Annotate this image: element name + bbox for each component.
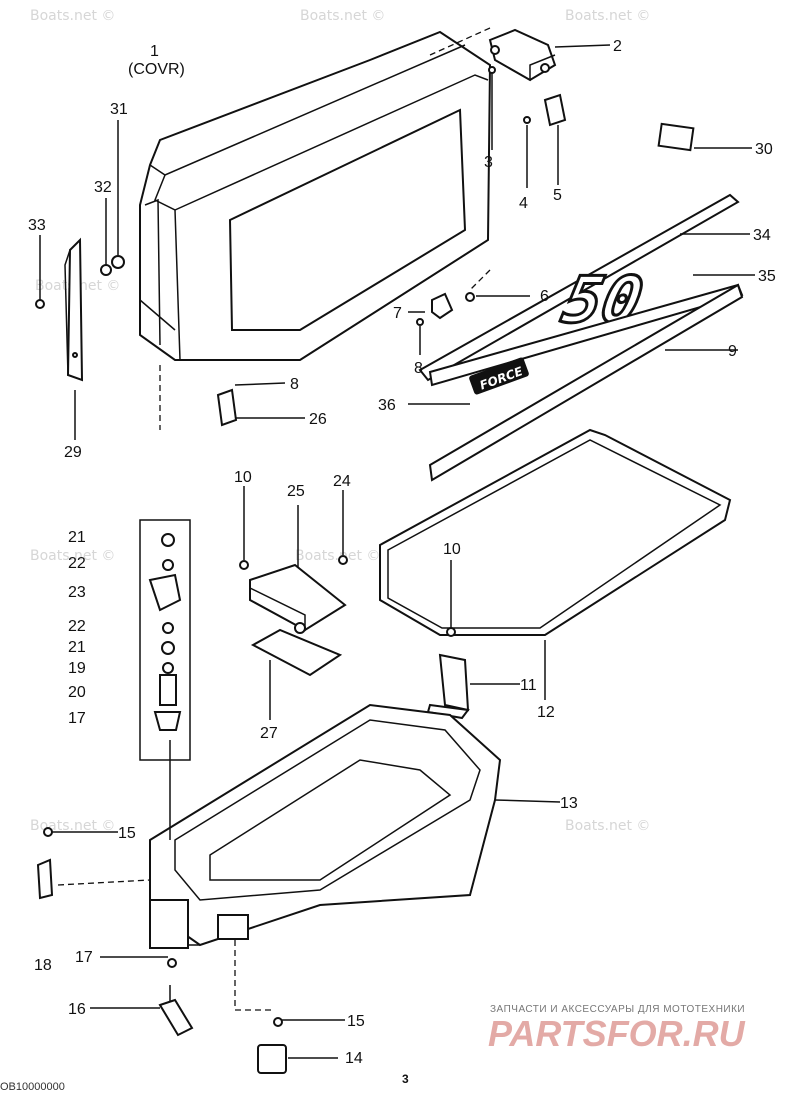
footer-code: OB10000000 <box>0 1081 65 1093</box>
callout-label: 30 <box>755 141 773 158</box>
label-sticker <box>657 122 695 152</box>
callout-label: 18 <box>34 957 52 974</box>
callout-label: 13 <box>560 795 578 812</box>
callout-label: 26 <box>309 411 327 428</box>
bottom-hardware <box>36 827 345 1074</box>
leader-line <box>469 269 491 291</box>
watermark: Boats.net © <box>295 548 380 564</box>
callout-label: 11 <box>520 677 537 694</box>
callout-label: 17 <box>75 949 93 966</box>
watermark: Boats.net © <box>300 8 385 24</box>
callout-label: 10 <box>443 541 461 558</box>
callout-label: 12 <box>537 704 555 721</box>
lower-pan <box>149 703 561 949</box>
hinge-bracket <box>216 382 305 427</box>
callout-label: 31 <box>110 101 128 118</box>
callout-label: 35 <box>758 268 776 285</box>
mount-bracket <box>426 560 520 720</box>
gasket <box>379 428 732 700</box>
callout-label: 22 <box>68 555 86 572</box>
callout-label: 36 <box>378 397 396 414</box>
module-assembly <box>239 486 348 720</box>
brand-name: PARTSFOR.RU <box>488 1013 746 1054</box>
watermark: Boats.net © <box>30 548 115 564</box>
brand-tagline: ЗАПЧАСТИ И АКСЕССУАРЫ ДЛЯ МОТОТЕХНИКИ <box>490 1004 745 1015</box>
callout-label: 19 <box>68 660 86 677</box>
latch-assembly <box>488 28 611 82</box>
brand-watermark: ЗАПЧАСТИ И АКСЕССУАРЫ ДЛЯ МОТОТЕХНИКИ PA… <box>488 1004 746 1054</box>
screw <box>488 66 496 150</box>
callout-label: 5 <box>553 187 562 204</box>
callout-label: 34 <box>753 227 771 244</box>
side-bracket <box>35 120 125 440</box>
watermark: Boats.net © <box>30 8 115 24</box>
callout-label: 8 <box>290 376 299 393</box>
callout-label: 21 <box>68 529 86 546</box>
catch-hardware <box>408 292 530 355</box>
callout-label: 4 <box>519 195 528 212</box>
callout-label: 15 <box>347 1013 365 1030</box>
callout-label: (COVR) <box>128 61 185 78</box>
callout-label: 17 <box>68 710 86 727</box>
callout-label: 6 <box>540 288 549 305</box>
stripe-decal-blank <box>428 283 744 482</box>
callout-label: 33 <box>28 217 46 234</box>
callout-label: 27 <box>260 725 278 742</box>
fastener-stack <box>139 519 191 840</box>
watermark: Boats.net © <box>565 818 650 834</box>
callout-label: 32 <box>94 179 112 196</box>
leader-line <box>429 27 491 56</box>
callout-label: 22 <box>68 618 86 635</box>
callout-label: 9 <box>728 343 737 360</box>
bracket <box>523 93 567 188</box>
callout-label: 7 <box>393 305 402 322</box>
callout-label: 2 <box>613 38 622 55</box>
callout-label: 1 <box>150 43 159 60</box>
callout-label: 3 <box>484 154 493 171</box>
top-cowl <box>139 30 492 361</box>
callout-label: 8 <box>414 360 423 377</box>
callout-label: 20 <box>68 684 86 701</box>
callout-label: 10 <box>234 469 252 486</box>
callout-label: 21 <box>68 639 86 656</box>
callout-label: 29 <box>64 444 82 461</box>
callout-label: 24 <box>333 473 351 490</box>
page-number: 3 <box>402 1072 409 1086</box>
watermark: Boats.net © <box>565 8 650 24</box>
callout-label: 23 <box>68 584 86 601</box>
callouts: 1 (COVR) 2 3 4 5 30 31 32 33 34 35 6 7 8… <box>28 38 776 1067</box>
callout-label: 25 <box>287 483 305 500</box>
callout-label: 16 <box>68 1001 86 1018</box>
callout-label: 14 <box>345 1050 363 1067</box>
stripe-decal-upper <box>418 193 740 382</box>
callout-label: 15 <box>118 825 136 842</box>
